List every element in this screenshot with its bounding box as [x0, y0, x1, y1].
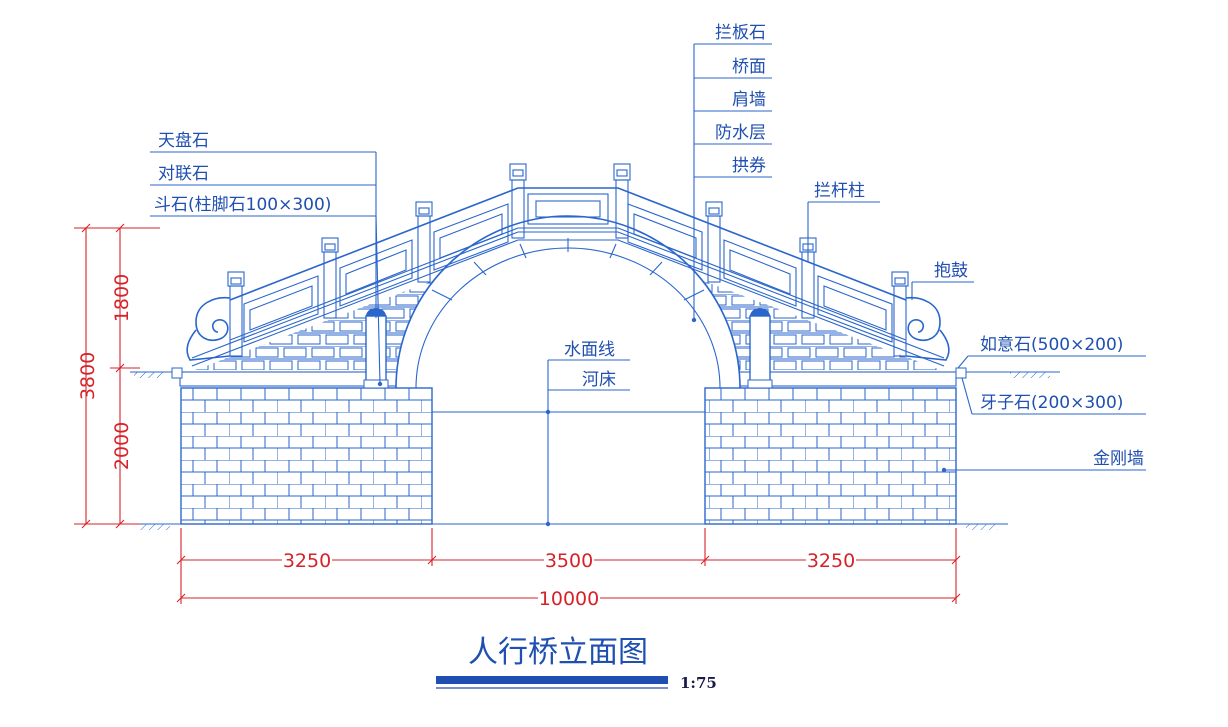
dim-right-span: 3250	[807, 550, 855, 572]
horizontal-dimensions: 3250 3500 3250 10000	[176, 528, 961, 610]
dim-left-span: 3250	[283, 550, 331, 572]
post-5	[613, 163, 631, 239]
post-8	[891, 271, 909, 357]
abutment-walls	[180, 387, 957, 525]
post-2	[321, 237, 339, 319]
dim-vertical-upper: 1800	[111, 274, 133, 322]
post-1	[227, 271, 245, 357]
drum-stones	[186, 296, 950, 361]
railing	[191, 187, 945, 367]
dim-center-span: 3500	[545, 550, 593, 572]
label-bridge-deck: 桥面	[732, 57, 766, 77]
drawing-title: 人行桥立面图	[468, 635, 648, 670]
label-lanban-stone: 拦板石	[715, 23, 766, 43]
dim-vertical-total: 3800	[77, 352, 99, 400]
couplet-stones	[363, 308, 773, 389]
post-6	[705, 201, 723, 283]
arch-ring	[395, 215, 741, 389]
label-shoulder-wall: 肩墙	[732, 90, 766, 110]
leaders-right	[548, 201, 1146, 473]
ground-lines	[130, 367, 1060, 530]
label-duilian-stone: 对联石	[158, 164, 209, 184]
label-dou-stone: 斗石(柱脚石100×300)	[154, 195, 331, 215]
label-waterproof-layer: 防水层	[715, 123, 766, 143]
leaders-top	[691, 43, 772, 323]
vertical-dimensions: 3800 1800 2000	[74, 223, 160, 529]
label-water-line: 水面线	[564, 340, 615, 360]
dim-total: 10000	[539, 588, 599, 610]
label-arch-voussoir: 拱券	[732, 156, 766, 176]
labels: 天盘石 对联石 斗石(柱脚石100×300) 拦板石 桥面 肩墙 防水层 拱券 …	[154, 23, 1144, 469]
label-yazi-stone: 牙子石(200×300)	[980, 393, 1123, 413]
label-river-bed: 河床	[582, 370, 616, 390]
label-tianpan-stone: 天盘石	[158, 131, 209, 151]
title-block: 人行桥立面图 1:75	[436, 635, 717, 692]
post-3	[415, 201, 433, 283]
water-line	[432, 360, 705, 527]
leaders-left	[150, 151, 383, 387]
drawing-scale: 1:75	[680, 674, 717, 692]
post-4	[509, 163, 527, 239]
label-ruyi-stone: 如意石(500×200)	[980, 335, 1123, 355]
label-abutment-wall: 金刚墙	[1093, 449, 1144, 469]
dim-vertical-lower: 2000	[111, 422, 133, 470]
label-drum-stone: 抱鼓	[934, 261, 968, 281]
label-railing-pillar: 拦杆柱	[814, 181, 865, 201]
